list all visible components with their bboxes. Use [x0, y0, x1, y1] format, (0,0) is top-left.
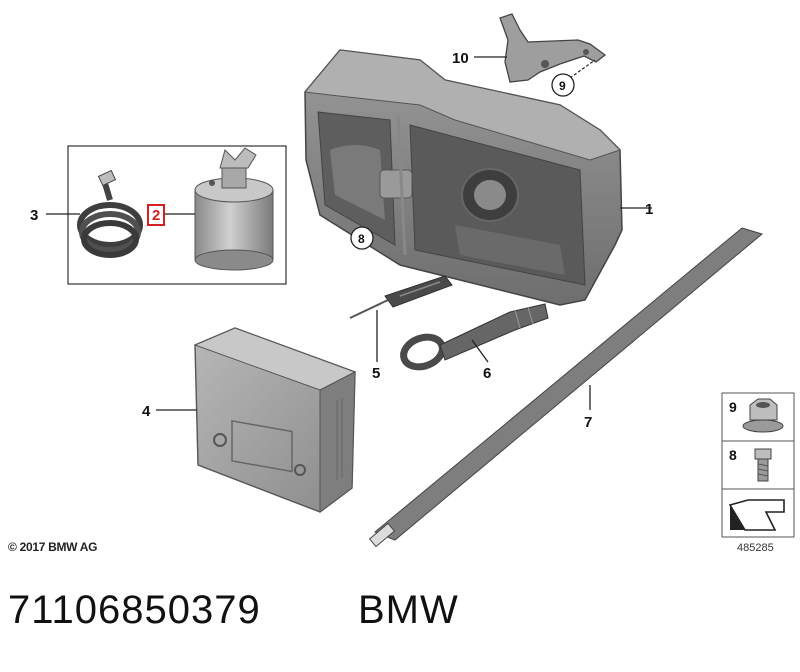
nut-icon [742, 398, 784, 433]
part-4-compressor [193, 327, 357, 513]
callout-6: 6 [483, 365, 491, 382]
part-3-hose [77, 169, 143, 258]
direction-arrow-icon [728, 499, 785, 531]
bolt-icon [754, 448, 772, 482]
legend-number-8: 8 [729, 447, 737, 463]
legend-number-9: 9 [729, 399, 737, 415]
callout-5: 5 [372, 365, 380, 382]
callout-4: 4 [142, 403, 151, 420]
callout-1: 1 [645, 201, 653, 218]
part-2-sealant-bottle [194, 147, 274, 271]
part-7-strap [368, 227, 764, 548]
callout-9-circle [551, 73, 575, 97]
copyright-notice: © 2017 BMW AG [8, 540, 98, 554]
leader-9 [569, 59, 596, 79]
callout-10: 10 [452, 50, 469, 67]
callout-2: 2 [152, 207, 160, 224]
brand-name: BMW [358, 588, 459, 632]
callout-9: 9 [559, 79, 566, 93]
part-number: 71106850379 [8, 588, 261, 632]
leader-6 [471, 339, 489, 363]
kit-enclosure-frame [67, 145, 287, 285]
callout-2-highlight [147, 204, 165, 226]
hardware-legend: 9 8 [721, 392, 795, 538]
callout-8-circle [350, 226, 374, 250]
diagram-id: 485285 [737, 542, 774, 554]
part-6-towing-eye [400, 303, 549, 371]
part-5-screwdriver [349, 275, 453, 319]
part-10-bracket [499, 13, 607, 83]
part-1-tool-tray [304, 49, 623, 306]
callout-3: 3 [30, 207, 38, 224]
callout-8: 8 [358, 232, 365, 246]
callout-7: 7 [584, 414, 592, 431]
